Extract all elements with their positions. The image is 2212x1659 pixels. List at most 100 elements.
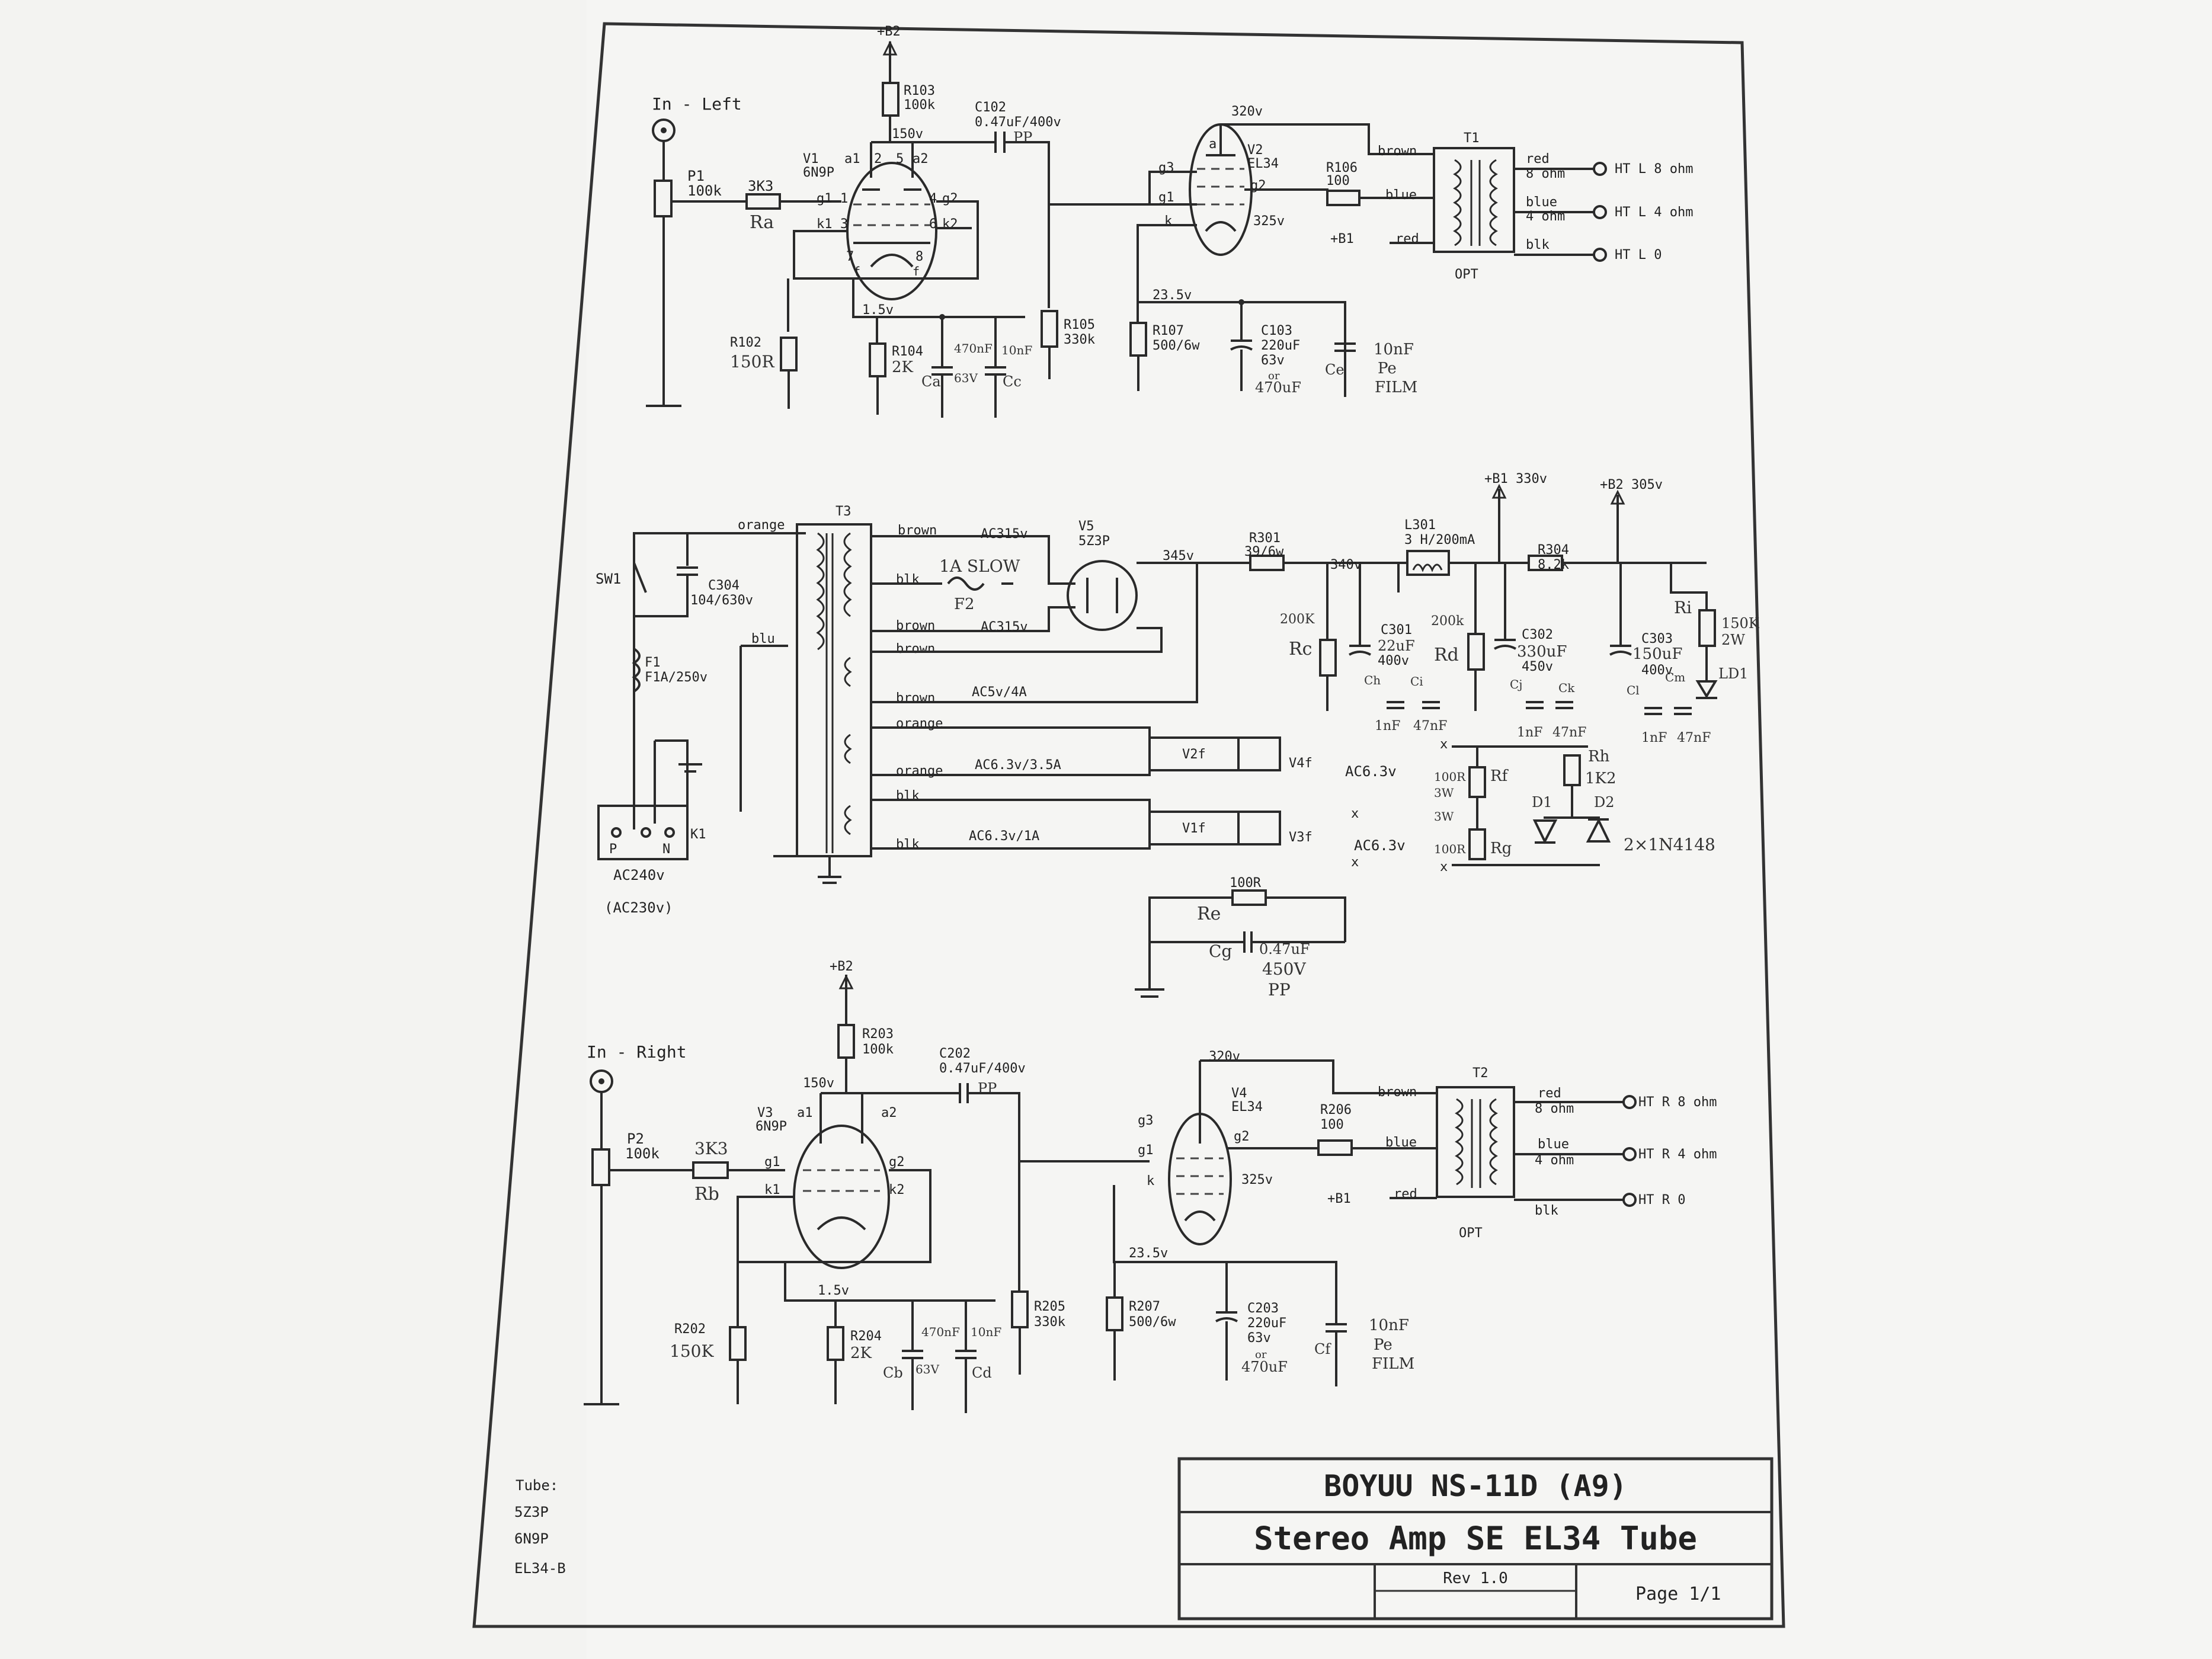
svg-text:blu: blu [751, 632, 775, 646]
pot-p1[interactable] [654, 180, 673, 217]
label-r103-value: 100k [904, 98, 935, 113]
drawing-border [472, 22, 1785, 1628]
svg-text:Ck: Ck [1558, 681, 1575, 695]
svg-text:AC6.3v: AC6.3v [1345, 763, 1397, 780]
pot-p2[interactable] [591, 1148, 610, 1186]
svg-text:a: a [1209, 137, 1217, 152]
resistor-3k3-right [692, 1161, 729, 1179]
svg-text:orange: orange [896, 764, 943, 779]
label-r102-hand: 150R [730, 352, 774, 371]
svg-text:blue: blue [1526, 195, 1557, 210]
svg-text:3W: 3W [1434, 786, 1454, 800]
heater-v3f [1237, 811, 1281, 845]
resistor-r204 [827, 1326, 844, 1361]
svg-text:V1f: V1f [1182, 821, 1206, 836]
switch-sw1[interactable] [633, 562, 647, 593]
svg-text:FILM: FILM [1372, 1355, 1414, 1373]
label-ra: Ra [750, 212, 774, 233]
svg-text:SW1: SW1 [596, 571, 621, 587]
terminal-ht-r-8[interactable] [1622, 1095, 1637, 1109]
svg-text:F2: F2 [954, 595, 975, 613]
svg-text:k: k [1147, 1174, 1154, 1189]
svg-text:450V: 450V [1262, 959, 1306, 979]
tube-list: Tube: 5Z3P 6N9P EL34-B [514, 1477, 566, 1577]
svg-text:blk: blk [1526, 238, 1550, 252]
resistor-rf [1468, 766, 1486, 798]
svg-text:1K2: 1K2 [1585, 770, 1616, 787]
svg-text:AC5v/4A: AC5v/4A [972, 685, 1027, 700]
svg-text:23.5v: 23.5v [1129, 1246, 1168, 1261]
svg-text:g2: g2 [889, 1155, 905, 1170]
terminal-ht-l-4[interactable] [1593, 205, 1607, 219]
terminal-ht-r-4[interactable] [1622, 1147, 1637, 1161]
svg-text:blue: blue [1538, 1137, 1569, 1152]
svg-text:AC315v: AC315v [981, 620, 1027, 635]
label-b2-left: +B2 [877, 24, 901, 39]
left-channel: In - Left P1 100k 3K3 Ra +B2 R103 100k 1… [646, 24, 1693, 418]
label-3k3-left: 3K3 [748, 178, 773, 194]
svg-text:red: red [1526, 152, 1550, 166]
title-block: BOYUU NS-11D (A9) Stereo Amp SE EL34 Tub… [1177, 1457, 1774, 1620]
svg-text:Cd: Cd [972, 1365, 992, 1381]
svg-text:orange: orange [896, 716, 943, 731]
svg-text:39/6w: 39/6w [1244, 545, 1284, 559]
svg-text:150v: 150v [803, 1076, 834, 1091]
svg-text:1.5v: 1.5v [818, 1283, 849, 1298]
svg-text:Ri: Ri [1674, 598, 1692, 617]
svg-text:6: 6 [929, 217, 937, 232]
svg-text:7: 7 [846, 249, 854, 264]
svg-text:Pe: Pe [1378, 360, 1397, 377]
svg-text:1nF: 1nF [1375, 719, 1400, 734]
diode-d1 [1532, 819, 1558, 844]
svg-text:HT R 4 ohm: HT R 4 ohm [1638, 1147, 1717, 1162]
svg-text:F1A/250v: F1A/250v [645, 670, 708, 685]
svg-text:k2: k2 [942, 217, 958, 232]
svg-text:f: f [853, 264, 860, 278]
svg-text:470uF: 470uF [1241, 1359, 1288, 1375]
svg-text:Cc: Cc [1003, 373, 1022, 390]
svg-text:10nF: 10nF [971, 1325, 1001, 1339]
svg-text:HT R 8 ohm: HT R 8 ohm [1638, 1095, 1717, 1110]
svg-text:Rb: Rb [694, 1184, 719, 1205]
svg-text:V2f: V2f [1182, 747, 1206, 762]
label-325v-left: 325v [1253, 214, 1285, 229]
svg-text:400v: 400v [1378, 654, 1409, 668]
svg-text:V4f: V4f [1289, 756, 1313, 771]
resistor-r205 [1011, 1290, 1029, 1328]
svg-text:AC315v: AC315v [981, 527, 1027, 542]
svg-text:Rd: Rd [1434, 645, 1459, 665]
resistor-r206 [1317, 1139, 1353, 1156]
svg-text:R106: R106 [1326, 161, 1358, 175]
connector-k1[interactable] [597, 805, 689, 860]
svg-text:D1: D1 [1532, 794, 1552, 811]
svg-text:g2: g2 [1234, 1129, 1250, 1144]
svg-text:blk: blk [1535, 1203, 1558, 1218]
svg-text:a1: a1 [844, 152, 860, 166]
svg-text:(AC230v): (AC230v) [604, 899, 673, 916]
terminal-ht-r-0[interactable] [1622, 1193, 1637, 1207]
svg-text:x: x [1351, 855, 1359, 870]
svg-text:5Z3P: 5Z3P [1078, 534, 1110, 549]
label-r102: R102 [730, 335, 761, 350]
svg-text:+B1: +B1 [1330, 232, 1354, 246]
svg-text:1nF: 1nF [1641, 731, 1667, 745]
svg-text:V5: V5 [1078, 519, 1094, 534]
resistor-rd [1467, 633, 1485, 671]
svg-text:g2: g2 [1250, 178, 1266, 193]
svg-text:2K: 2K [850, 1344, 872, 1362]
svg-text:Ch: Ch [1364, 673, 1381, 687]
svg-text:3 H/200mA: 3 H/200mA [1404, 533, 1475, 547]
svg-text:Cg: Cg [1209, 941, 1232, 961]
svg-text:k1: k1 [817, 217, 833, 232]
svg-text:+B2 305v: +B2 305v [1600, 478, 1663, 492]
svg-text:500/6w: 500/6w [1129, 1315, 1176, 1330]
svg-text:C301: C301 [1381, 623, 1412, 638]
label-150v-left: 150v [892, 127, 923, 142]
terminal-ht-l-0[interactable] [1593, 248, 1607, 262]
svg-text:f: f [913, 264, 920, 278]
svg-text:Cj: Cj [1510, 677, 1523, 691]
svg-text:330uF: 330uF [1517, 643, 1567, 661]
svg-text:470uF: 470uF [1255, 379, 1301, 396]
svg-text:10nF: 10nF [1374, 341, 1414, 358]
terminal-ht-l-8[interactable] [1593, 162, 1607, 176]
